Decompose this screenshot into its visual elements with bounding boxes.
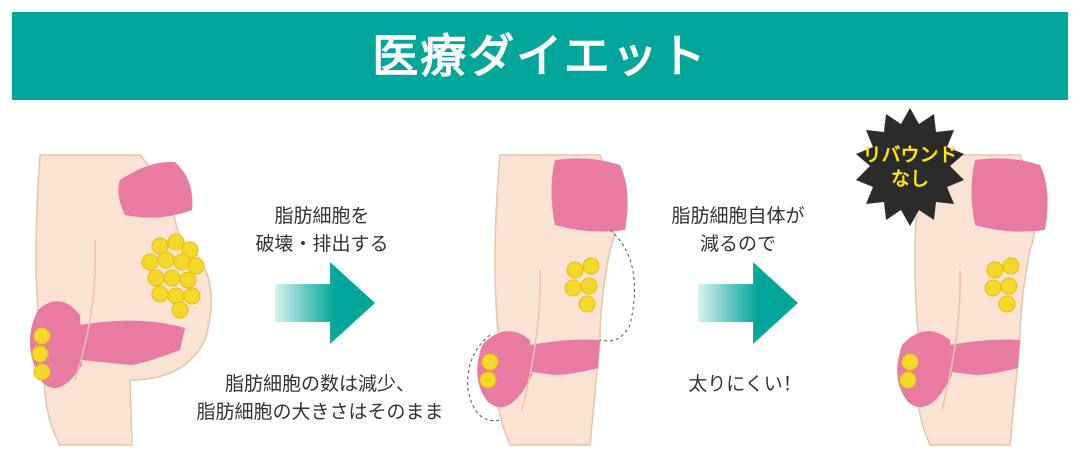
bra-shape — [551, 158, 628, 232]
briefs-front — [530, 339, 600, 375]
briefs-back — [897, 331, 952, 408]
caption-step2: 脂肪細胞自体が 減るので — [671, 205, 805, 255]
bra-shape — [971, 158, 1048, 232]
briefs-front — [80, 320, 185, 365]
fat-cells — [479, 257, 600, 389]
caption-step1: 脂肪細胞を 破壊・排出する — [255, 205, 389, 255]
body-before-illustration — [29, 154, 212, 446]
briefs-back — [477, 331, 532, 408]
arrow-right-icon — [698, 262, 798, 344]
arrow-right-icon — [275, 262, 375, 344]
title-banner: 医療ダイエット — [12, 12, 1068, 100]
body-maintained-illustration — [897, 154, 1048, 446]
caption-note1: 脂肪細胞の数は減少、 脂肪細胞の大きさはそのまま — [196, 373, 444, 423]
badge-text: リバウンド なし — [862, 144, 958, 190]
fat-cells — [31, 233, 205, 381]
body-after-illustration — [467, 154, 635, 446]
briefs-front — [950, 339, 1020, 375]
starburst-shape — [856, 108, 964, 226]
bra-shape — [118, 161, 193, 218]
starburst-badge — [856, 108, 964, 226]
fat-cells — [899, 257, 1020, 389]
page-title: 医療ダイエット — [372, 29, 708, 83]
caption-note2: 太りにくい！ — [688, 373, 802, 395]
